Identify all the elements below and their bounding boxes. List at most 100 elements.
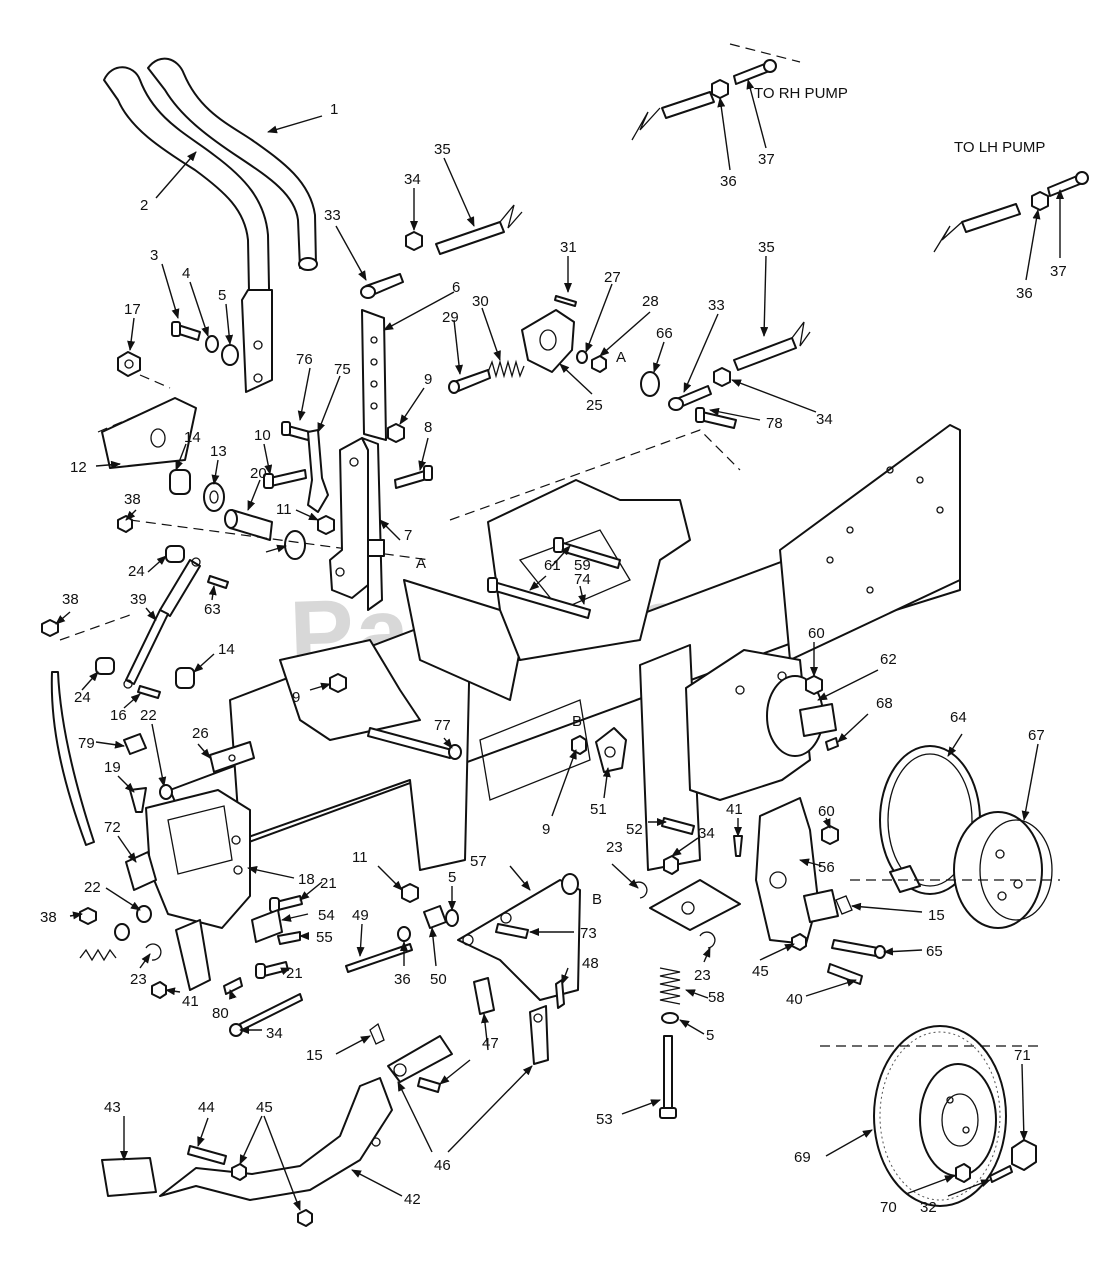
block-54	[251, 909, 283, 943]
callout: 9	[424, 371, 432, 388]
spacer-66	[640, 371, 660, 397]
arm-56	[755, 797, 839, 945]
nut-28	[591, 355, 607, 373]
spacer-20	[224, 509, 273, 541]
callout: 36	[1016, 285, 1033, 302]
callout: 11	[276, 501, 292, 518]
knob-79	[123, 733, 147, 755]
rod-35	[435, 204, 523, 255]
note-to-rh-pump: TO RH PUMP	[754, 85, 848, 102]
handle-lh	[103, 66, 273, 393]
callout: 9	[542, 821, 550, 838]
callout: 60	[808, 625, 825, 642]
pin-29	[448, 369, 491, 394]
nut-45-b	[297, 1209, 313, 1227]
callout: 38	[40, 909, 57, 926]
callout: 9	[292, 689, 300, 706]
spring-left	[79, 948, 117, 962]
callout: 23	[694, 967, 711, 984]
callout: 41	[726, 801, 743, 818]
callout: 78	[766, 415, 783, 432]
callout: 47	[482, 1035, 499, 1052]
bolt-41-right	[733, 835, 743, 857]
pedal-bracket-18	[145, 789, 251, 929]
callout: 33	[324, 207, 341, 224]
callout: 34	[698, 825, 715, 842]
callout: 35	[758, 239, 775, 256]
assembly-arrow	[50, 671, 95, 846]
bolt-77	[367, 727, 462, 760]
side-plate	[403, 579, 521, 701]
pin-48	[555, 979, 565, 1009]
callout: 5	[218, 287, 226, 304]
callout: 38	[62, 591, 79, 608]
bolt-53	[659, 1035, 677, 1119]
bolt-80	[223, 977, 243, 995]
plate-9-area	[279, 639, 421, 741]
link-6	[361, 309, 387, 441]
callout: 6	[452, 279, 460, 296]
bolt-16	[137, 685, 161, 699]
callout: 70	[880, 1199, 897, 1216]
clip-15-right	[835, 895, 853, 915]
callout: 73	[580, 925, 597, 942]
bolt-8	[394, 465, 433, 489]
callout: 65	[926, 943, 943, 960]
bolt-47-lower	[417, 1077, 441, 1093]
nut-70	[955, 1163, 971, 1183]
callout: 5	[448, 869, 456, 886]
callout: 34	[266, 1025, 283, 1042]
clip-15-lower	[369, 1022, 385, 1045]
callout: 24	[128, 563, 145, 580]
callout: 55	[316, 929, 333, 946]
rod-end-37-rh	[733, 59, 777, 85]
bushing-13	[203, 482, 225, 512]
callout: 15	[306, 1047, 323, 1064]
control-lever-7	[329, 437, 385, 611]
pump-62	[685, 649, 837, 801]
callout: 41	[182, 993, 199, 1010]
bolt-21	[269, 895, 303, 913]
bolt-44	[187, 1145, 227, 1165]
callout: 74	[574, 571, 591, 588]
bolt-3	[171, 321, 201, 341]
callout: 51	[590, 801, 607, 818]
callout: 57	[470, 853, 487, 870]
callout: 3	[150, 247, 158, 264]
clip-23-left	[145, 943, 162, 961]
nut-45-a	[231, 1163, 247, 1181]
callout: 62	[880, 651, 897, 668]
callout: 61	[544, 557, 561, 574]
washer-27	[576, 350, 588, 364]
washer-22-upper	[159, 784, 173, 800]
hub-cap-71	[1011, 1139, 1037, 1171]
callout: 19	[104, 759, 121, 776]
callout: 80	[212, 1005, 229, 1022]
pin-47	[473, 977, 495, 1015]
bushing-14b	[175, 667, 195, 689]
bolt-61	[553, 537, 621, 569]
callout: 23	[130, 971, 147, 988]
callout: 49	[352, 907, 369, 924]
bracket-12	[101, 397, 197, 469]
plate-51	[595, 727, 627, 773]
bolt-10	[263, 469, 307, 489]
nut-11-lower	[401, 883, 419, 903]
bracket-57	[457, 873, 581, 1001]
callout: 21	[286, 965, 303, 982]
ref-a1: A	[416, 555, 426, 572]
callout: 8	[424, 419, 432, 436]
bolt-76	[281, 421, 311, 441]
callout: 11	[352, 849, 368, 866]
callout: 43	[104, 1099, 121, 1116]
callout: 39	[130, 591, 147, 608]
callout: 48	[582, 955, 599, 972]
callout: 32	[920, 1199, 937, 1216]
callout: 17	[124, 301, 141, 318]
nut-60-lower	[821, 825, 839, 845]
callout: 31	[560, 239, 577, 256]
spacer-50	[423, 905, 447, 929]
callout: 38	[124, 491, 141, 508]
ref-a2: A	[616, 349, 626, 366]
callout: 34	[404, 171, 421, 188]
